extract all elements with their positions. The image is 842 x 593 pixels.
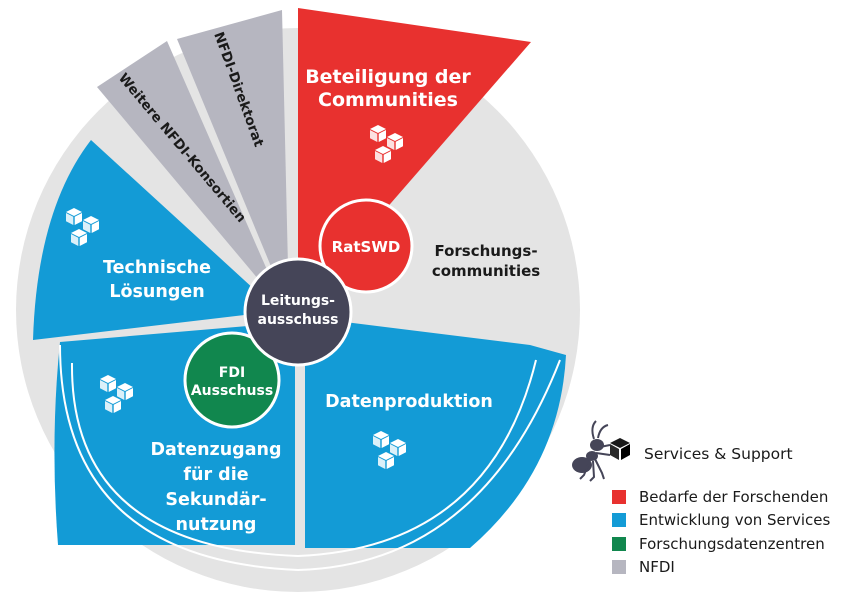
segment-direktorat — [177, 10, 289, 310]
legend-item-label: NFDI — [639, 558, 675, 577]
segment-konsortien — [97, 41, 285, 311]
legend-swatch-green — [612, 536, 626, 551]
circle-fdi-label-2: Ausschuss — [191, 383, 273, 399]
circle-ratswd-label: RatSWD — [332, 238, 401, 256]
inner-frame-line-right — [297, 359, 537, 557]
label-datenzugang-3: Sekundär- — [165, 490, 266, 510]
circle-fdi-label-1: FDI — [219, 365, 245, 381]
segment-technische-loesungen — [33, 140, 278, 340]
circle-fdi — [183, 331, 281, 429]
label-technische-1: Technische — [103, 258, 211, 278]
legend-item-label: Bedarfe der Forschenden — [639, 487, 829, 506]
legend-item-label: Entwicklung von Services — [639, 511, 831, 530]
legend-item-fdz: Forschungsdatenzentren — [612, 532, 830, 556]
label-forschungscommunities-2: communities — [432, 262, 540, 280]
label-datenzugang-1: Datenzugang — [151, 440, 282, 460]
label-technische-2: Lösungen — [109, 282, 204, 302]
label-datenproduktion: Datenproduktion — [325, 392, 493, 412]
circle-leitung-label-1: Leitungs- — [261, 293, 335, 309]
circle-leitung-label-2: ausschuss — [258, 312, 339, 328]
circle-ratswd — [318, 198, 414, 294]
legend-swatch-blue — [612, 513, 626, 528]
label-forschungscommunities-1: Forschungs- — [434, 242, 537, 260]
legend-services: Services & Support — [570, 415, 793, 487]
inner-frame-line-left — [70, 362, 299, 557]
legend-swatch-red — [612, 489, 626, 504]
legend-item-bedarfe: Bedarfe der Forschenden — [612, 485, 830, 509]
ant-carrying-cube-icon — [572, 420, 630, 482]
label-beteiligung-1: Beteiligung der — [305, 66, 471, 88]
segment-datenproduktion — [305, 317, 566, 548]
label-beteiligung-2: Communities — [318, 89, 458, 111]
legend-swatch-gray — [612, 560, 626, 575]
outer-frame-line — [59, 344, 561, 572]
label-datenzugang-4: nutzung — [176, 515, 257, 535]
legend-item-entwicklung: Entwicklung von Services — [612, 509, 830, 533]
circle-leitungsausschuss — [243, 257, 353, 367]
legend-services-label: Services & Support — [644, 445, 793, 463]
label-datenzugang-2: für die — [183, 465, 248, 485]
legend: Services & Support Bedarfe der Forschend… — [570, 415, 842, 593]
legend-item-label: Forschungsdatenzentren — [639, 534, 825, 553]
legend-item-nfdi: NFDI — [612, 556, 830, 580]
legend-items: Bedarfe der Forschenden Entwicklung von … — [612, 485, 830, 579]
